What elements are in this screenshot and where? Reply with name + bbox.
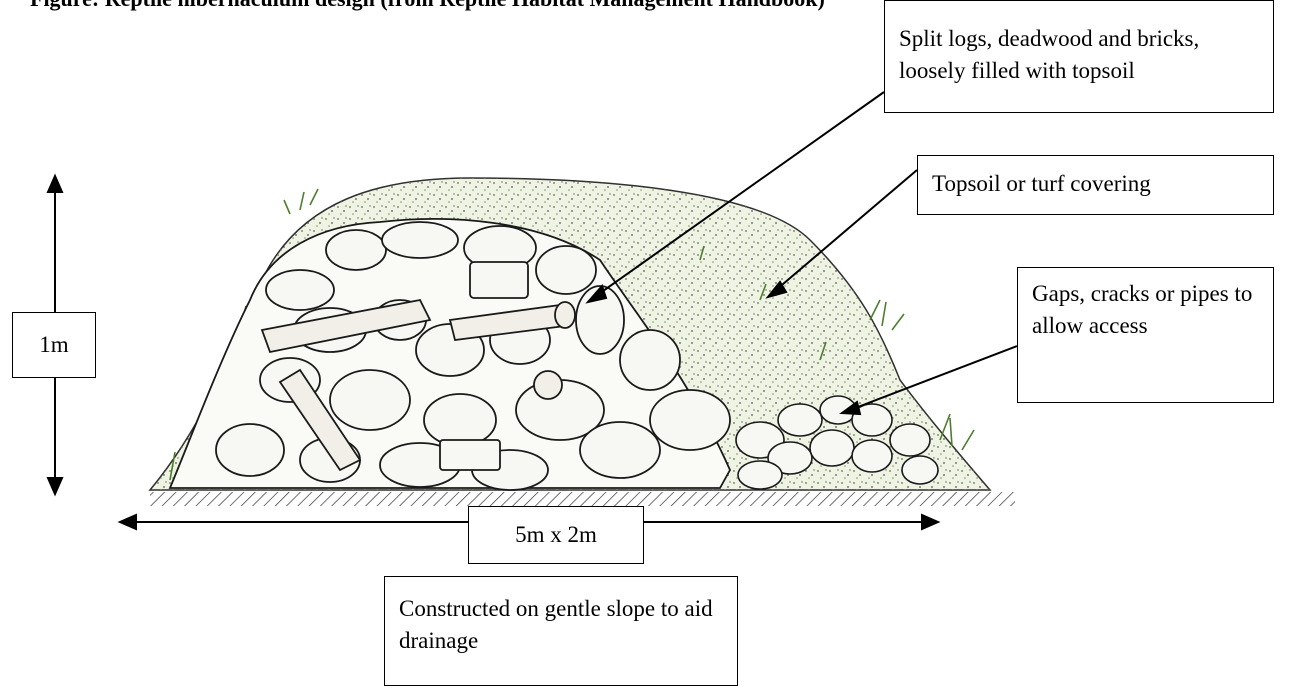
label-slope-drainage: Constructed on gentle slope to aid drain… — [384, 576, 738, 686]
ground-hatching — [150, 492, 1015, 506]
label-footprint-size: 5m x 2m — [468, 506, 644, 564]
label-logs-deadwood-bricks: Split logs, deadwood and bricks, loosely… — [884, 0, 1274, 113]
label-access-gaps: Gaps, cracks or pipes to allow access — [1017, 267, 1274, 403]
figure-caption: Figure: Reptile hibernaculum design (fro… — [30, 0, 825, 12]
label-height: 1m — [12, 312, 96, 378]
label-topsoil-turf: Topsoil or turf covering — [917, 155, 1274, 215]
